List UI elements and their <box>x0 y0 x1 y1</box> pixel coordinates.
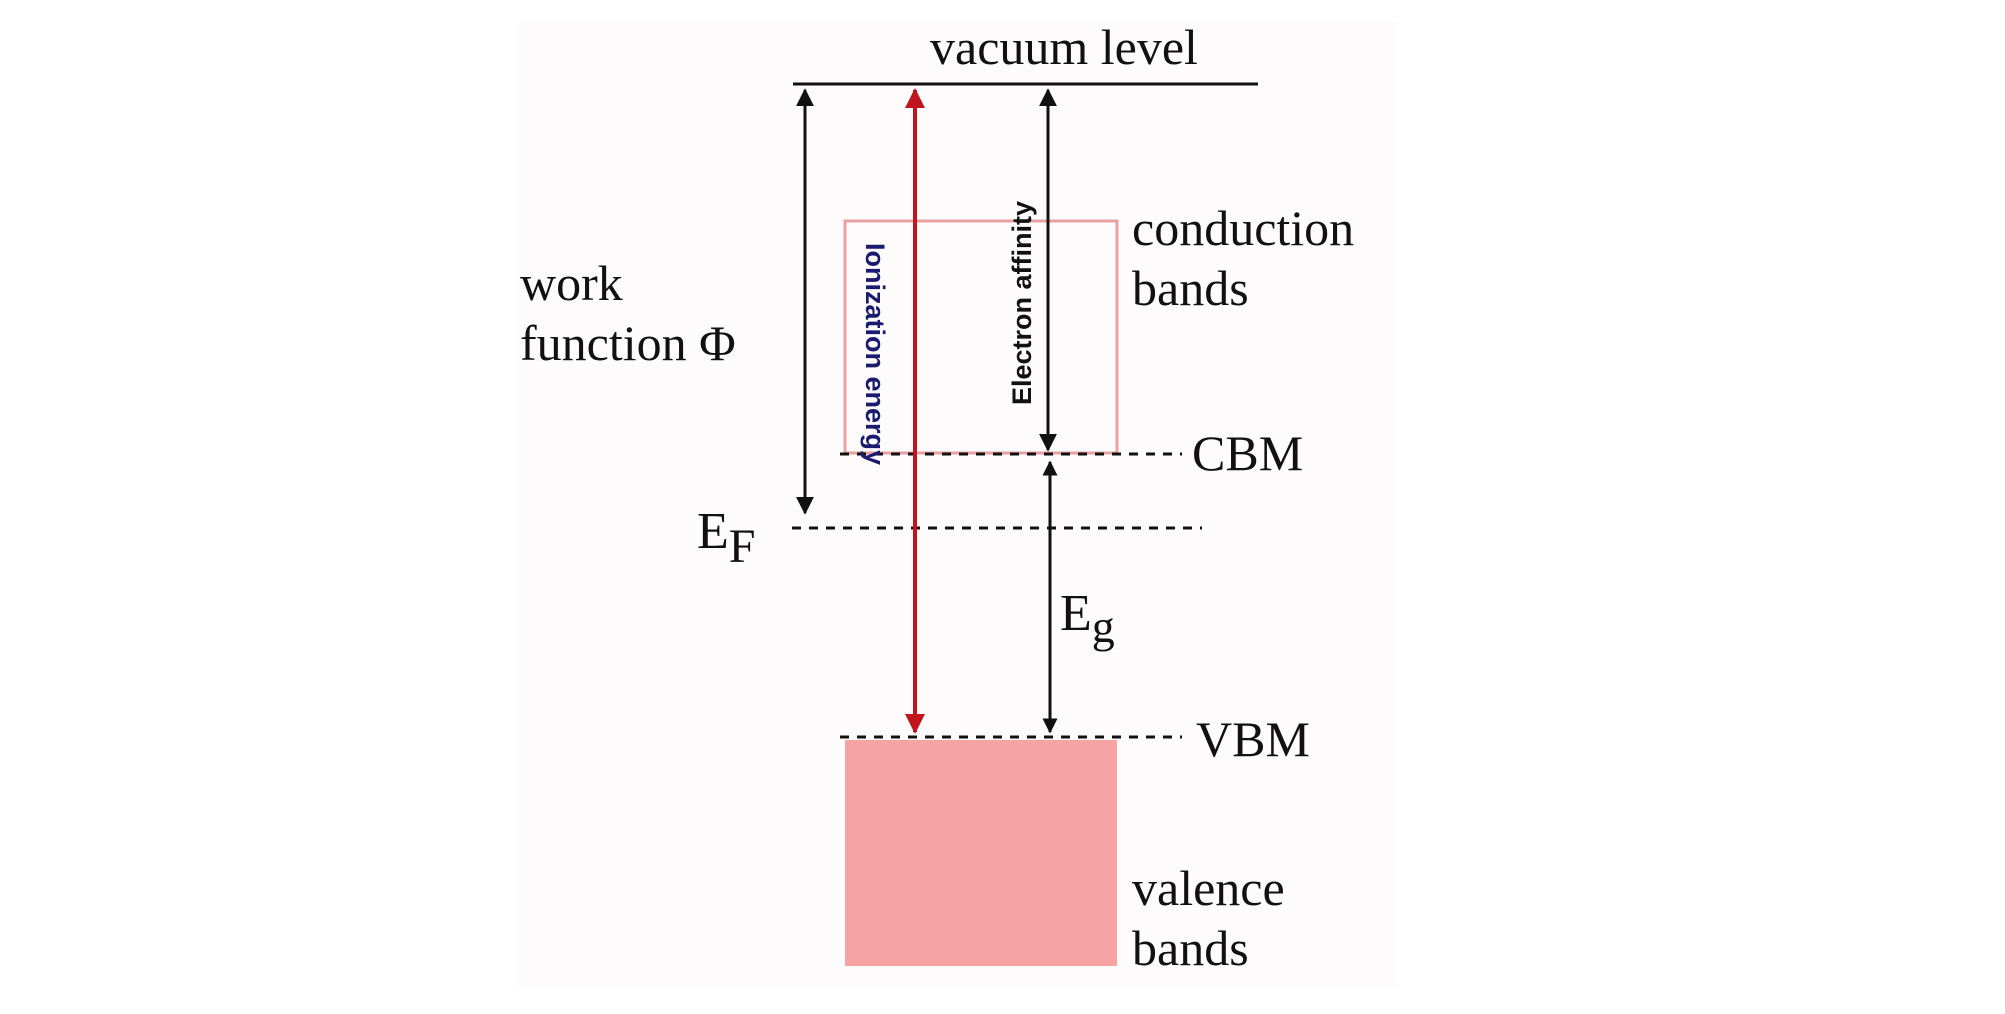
work-function-label-line2: function Φ <box>520 315 736 371</box>
fermi-subscript: F <box>729 520 756 573</box>
conduction-bands-label-line1: conduction <box>1132 200 1354 256</box>
valence-band-block <box>845 740 1117 966</box>
ionization-energy-label: Ionization energy <box>860 243 890 465</box>
electron-affinity-label: Electron affinity <box>1007 201 1037 405</box>
conduction-bands-label-line2: bands <box>1132 260 1249 316</box>
fermi-symbol: E <box>697 503 729 560</box>
valence-bands-label-line1: valence <box>1132 860 1285 916</box>
valence-bands-label-line2: bands <box>1132 920 1249 976</box>
work-function-label-line1: work <box>520 255 623 311</box>
cbm-label: CBM <box>1192 425 1303 481</box>
vbm-label: VBM <box>1196 711 1310 767</box>
band-gap-label: Eg <box>1060 585 1115 652</box>
band-gap-symbol: E <box>1060 585 1092 642</box>
band-gap-subscript: g <box>1092 601 1115 652</box>
fermi-level-label: EF <box>697 503 755 573</box>
vacuum-level-label: vacuum level <box>930 19 1198 75</box>
